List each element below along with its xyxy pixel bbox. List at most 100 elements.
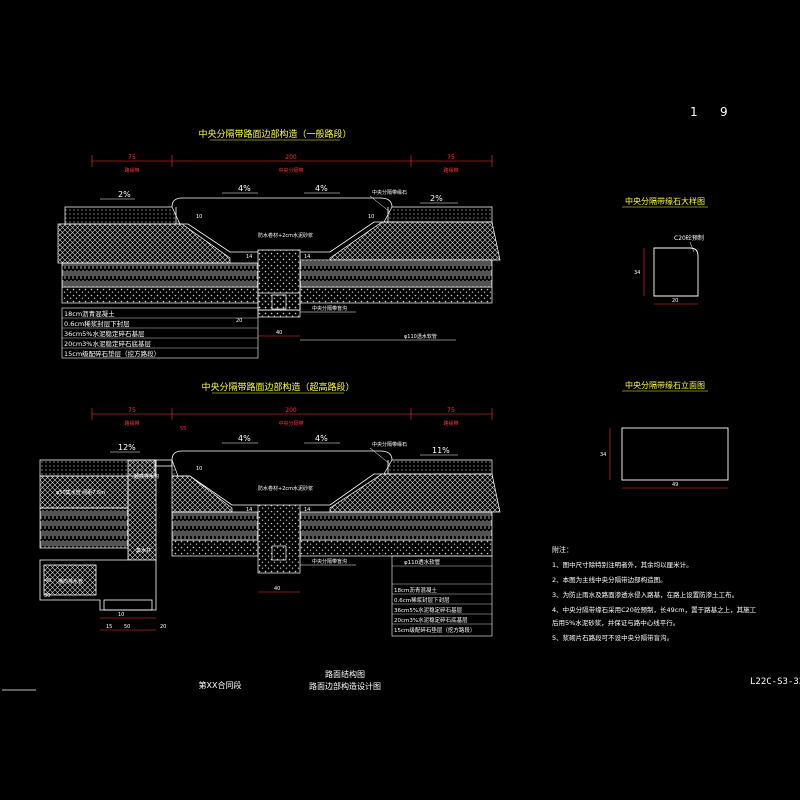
kerb-elevation-rect [621,427,729,481]
dim-center: 200 [285,407,297,414]
drawing-number: L22C-S3-33-2 [750,677,800,687]
section-upper: 中央分隔带路面边部构造（一般路段） 75 200 75 路缘带 中央分隔带 路缘… [57,128,501,359]
dim-inner-1: 10 [196,466,202,472]
callout-drain: φ110透水软管 [404,333,437,340]
detail-elevation-title: 中央分隔带缘石立面图 [625,380,705,390]
zone-label-center: 中央分隔带 [278,420,303,427]
kerb-dim-height: 34 [634,270,640,276]
detail-kerb-title: 中央分隔带缘石大样图 [625,196,705,206]
dim-inner-1: 10 [196,214,202,220]
callout-pipe: 中央分隔带盲沟 [312,558,347,565]
slope-center-left: 4% [238,184,251,193]
page-number: 1 [690,105,698,119]
slope-left: 2% [118,190,131,199]
kerb-profile [653,247,699,297]
dim-inner-3: 14 [304,507,310,513]
notes-heading: 附注： [552,545,573,554]
callout-grate: φ50集水管 间距7.5m [56,489,105,496]
note-5: 后用5%水泥砂浆，并保证与路中心线平行。 [552,618,679,627]
dim-inner-4: 40 [274,586,280,592]
slope-left: 12% [118,443,136,452]
layer-5: 15cm级配碎石垫层（挖方路段） [64,349,160,358]
surface-layers [57,206,501,304]
page-total: 9 [720,105,728,119]
note-3: 3、为防止雨水及路面渗透水侵入路基，在路上设置防渗土工布。 [552,590,738,599]
contract-label: 第XX合同段 [199,680,242,690]
note-4: 4、中央分隔带缘石采用C20砼预制，长49cm，置于路基之上，其施工 [552,605,757,614]
callout-well: 超高排水沟 [134,473,159,480]
layer-4: 20cm3%水泥稳定碎石底基层 [64,339,151,348]
drainage-well [39,459,173,611]
detail-elevation: 中央分隔带缘石立面图 34 49 [600,380,729,489]
zone-label-right: 路缘带 [443,167,458,174]
slope-center-right: 4% [315,184,328,193]
note-6: 5、浆砌片石路段可不设中央分隔带盲沟。 [552,633,673,642]
elevation-dim-height: 34 [600,452,606,458]
section-upper-title: 中央分隔带路面边部构造（一般路段） [198,128,351,140]
kerb-dim-width: 20 [672,298,678,304]
note-1: 1、图中尺寸除特别注明者外，其余均以厘米计。 [552,560,693,569]
callout-drain: φ110透水软管 [404,558,441,566]
slope-center-right: 4% [315,434,328,443]
callout-basin: 集水井 [136,547,151,554]
dim-inner-7: 50 [124,624,130,630]
slope-right: 11% [432,446,450,455]
callout-outlet: 横向排水管 [58,578,83,585]
callout-kerb: 中央分隔带缘石 [372,189,407,196]
callout-pipe: 中央分隔带盲沟 [312,305,347,312]
layer-legend: 18cm沥青混凝土 0.6cm稀浆封层下封层 36cm5%水泥稳定碎石基层 20… [61,307,259,359]
zone-label-left: 路缘带 [124,167,139,174]
layer-legend: φ110透水软管 18cm沥青混凝土 0.6cm稀浆封层下封层 36cm5%水泥… [391,555,493,637]
drain-pipe [257,292,301,318]
dim-right: 75 [447,154,455,161]
dim-inner-2: 14 [246,507,252,513]
section-lower: 中央分隔带路面边部构造（超高路段） 75 200 75 55 路缘带 中央分隔带… [39,381,501,637]
zone-label-right: 路缘带 [443,420,458,427]
title-block: L22C-S3-33-2 第XX合同段 路面结构图 路面边部构造设计图 [2,669,800,691]
detail-kerb: 中央分隔带缘石大样图 C20砼预制 34 20 [622,196,708,305]
callout-kerb: 中央分隔带缘石 [372,441,407,448]
drawing-title-1: 路面结构图 [325,669,365,679]
slope-center-left: 4% [238,434,251,443]
dim-center: 200 [285,154,297,161]
layer-4: 20cm3%水泥稳定碎石底基层 [394,616,468,624]
dimension-chain [91,408,493,420]
dim-inner-9: 30 [44,593,50,599]
dim-small: 55 [180,426,186,432]
layer-5: 15cm级配碎石垫层（挖方路段） [394,626,475,634]
layer-1: 18cm沥青混凝土 [394,586,437,594]
dim-inner-8: 15 [106,624,112,630]
drawing-title-2: 路面边部构造设计图 [309,681,381,691]
surface-layers [39,459,501,557]
notes: 附注： 1、图中尺寸除特别注明者外，其余均以厘米计。 2、本图为主线中央分隔带边… [552,545,757,642]
dim-right: 75 [447,407,455,414]
elevation-dim-width: 49 [672,482,678,488]
section-lower-title: 中央分隔带路面边部构造（超高路段） [201,381,354,393]
zone-label-left: 路缘带 [124,420,139,427]
callout-membrane: 防水卷材+2cm水泥砂浆 [258,232,313,239]
dim-left: 75 [128,154,136,161]
dim-inner-4: 14 [304,254,310,260]
layer-2: 0.6cm稀浆封层下封层 [394,596,450,604]
dimension-chain [91,155,493,167]
dim-left: 75 [128,407,136,414]
median [171,450,393,506]
layer-2: 0.6cm稀浆封层下封层 [64,319,130,328]
dim-inner-3: 14 [246,254,252,260]
slope-right: 2% [430,194,443,203]
layer-3: 36cm5%水泥稳定碎石基层 [64,329,145,338]
drain-pipe [257,504,301,574]
bottom-dims [100,617,156,631]
dim-inner-2: 10 [368,214,374,220]
layer-1: 18cm沥青混凝土 [64,309,115,318]
dim-inner-5: 20 [236,318,242,324]
layer-3: 36cm5%水泥稳定碎石基层 [394,606,463,614]
callout-membrane: 防水卷材+2cm水泥砂浆 [258,485,313,492]
dim-inner-6: 40 [276,330,282,336]
zone-label-center: 中央分隔带 [278,167,303,174]
kerb-concrete-label: C20砼预制 [674,234,704,242]
dim-inner-10: 20 [160,624,166,630]
dim-inner-5: 40 [45,578,51,584]
note-2: 2、本图为主线中央分隔带边部构造图。 [552,575,667,584]
